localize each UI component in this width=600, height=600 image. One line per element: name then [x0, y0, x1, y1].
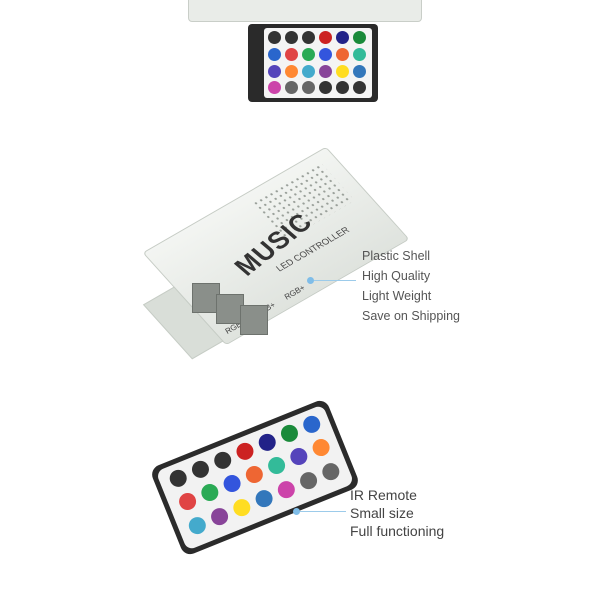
remote-features: IR Remote Small size Full functioning	[350, 486, 444, 540]
remote-button	[285, 47, 298, 61]
remote-button	[319, 47, 332, 61]
remote-button	[265, 454, 288, 477]
remote-button	[268, 81, 281, 95]
feature-text: IR Remote	[350, 487, 417, 503]
remote-button	[319, 31, 332, 44]
ir-remote	[149, 397, 361, 558]
remote-button	[211, 449, 234, 472]
terminal-block	[216, 294, 244, 324]
remote-button	[167, 467, 190, 490]
remote-button	[252, 487, 276, 510]
callout-line	[314, 280, 356, 281]
remote-button	[256, 431, 279, 454]
top-remote-partial	[248, 24, 378, 102]
remote-button	[336, 47, 349, 61]
remote-button	[186, 514, 209, 537]
terminal-block	[240, 305, 268, 335]
terminal-block	[192, 283, 220, 313]
remote-button	[319, 81, 332, 95]
remote-button	[208, 505, 231, 528]
remote-button	[353, 31, 366, 44]
remote-button	[275, 478, 298, 501]
remote-button	[285, 31, 298, 44]
remote-button	[353, 47, 366, 61]
remote-button	[285, 81, 298, 95]
remote-button-grid	[264, 28, 372, 98]
remote-button	[336, 31, 349, 44]
remote-button	[336, 64, 349, 78]
remote-button	[287, 445, 311, 468]
feature-text: Light Weight	[362, 289, 432, 303]
feature-text: Save on Shipping	[362, 309, 460, 323]
remote-button	[268, 64, 281, 78]
remote-button	[336, 81, 349, 95]
remote-button	[302, 31, 315, 44]
remote-button	[300, 413, 323, 436]
remote-button	[353, 64, 366, 78]
remote-button	[221, 472, 244, 495]
feature-text: Small size	[350, 505, 414, 521]
callout-dot	[293, 508, 300, 515]
remote-button	[297, 469, 320, 492]
top-controller-partial	[188, 0, 422, 22]
remote-button	[198, 481, 222, 504]
callout-dot	[307, 277, 314, 284]
feature-text: Plastic Shell	[362, 249, 431, 263]
remote-button	[302, 47, 315, 61]
remote-button	[302, 64, 315, 78]
remote-button	[233, 440, 257, 463]
remote-button	[189, 458, 212, 481]
remote-button	[285, 64, 298, 78]
remote-button	[302, 81, 315, 95]
remote-button	[268, 47, 281, 61]
remote-button	[268, 31, 281, 44]
feature-text: High Quality	[362, 269, 431, 283]
remote-button	[310, 436, 333, 459]
remote-button	[278, 422, 301, 445]
feature-text: Full functioning	[350, 523, 445, 539]
remote-button	[230, 496, 253, 519]
port-label: RGB+	[282, 283, 308, 302]
controller-features: Plastic Shell High Quality Light Weight …	[362, 246, 460, 326]
remote-button	[243, 463, 266, 486]
remote-button-grid	[155, 404, 355, 551]
remote-button	[319, 460, 342, 483]
remote-button	[353, 81, 366, 95]
remote-button	[176, 490, 199, 513]
callout-line	[300, 511, 346, 512]
remote-button	[319, 64, 332, 78]
